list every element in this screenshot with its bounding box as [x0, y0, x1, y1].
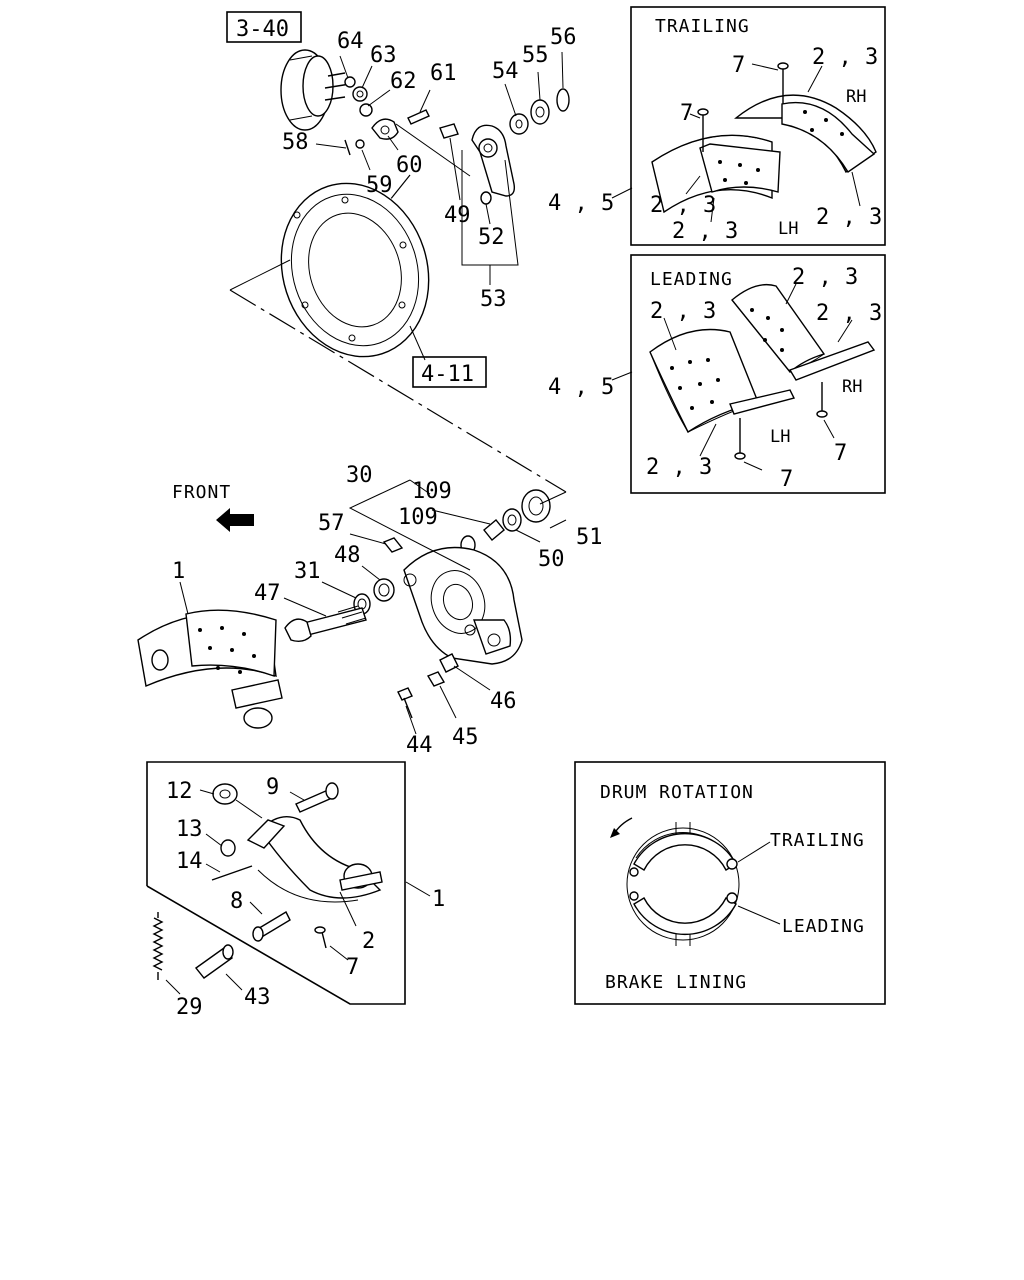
callout-54: 54 — [492, 59, 519, 84]
callout-46: 46 — [490, 689, 517, 714]
callout-8: 8 — [230, 889, 243, 914]
callout-44: 44 — [406, 733, 433, 758]
callout-49: 49 — [444, 203, 471, 228]
callout-48: 48 — [334, 543, 361, 568]
callout-57: 57 — [318, 511, 345, 536]
callout-7-detail: 7 — [346, 955, 359, 980]
callout-12: 12 — [166, 779, 193, 804]
callout-43: 43 — [244, 985, 271, 1010]
trailing-callout-2-3-rh-top: 2 , 3 — [812, 45, 878, 70]
camshaft — [284, 605, 367, 643]
brake-lining-label: BRAKE LINING — [605, 972, 747, 993]
trailing-callout-2-3-rh-bottom: 2 , 3 — [816, 205, 882, 230]
brake-chamber — [280, 49, 351, 131]
callout-1-detail: 1 — [432, 887, 445, 912]
reference-label: 4-11 — [421, 362, 474, 387]
callout-13: 13 — [176, 817, 203, 842]
callout-9: 9 — [266, 775, 279, 800]
drum-rotation-title: DRUM ROTATION — [600, 782, 754, 803]
leading-lh-label: LH — [770, 427, 790, 447]
front-label: FRONT — [172, 482, 231, 503]
callout-50: 50 — [538, 547, 565, 572]
callout-45: 45 — [452, 725, 479, 750]
leading-rh-label: RH — [842, 377, 862, 397]
leading-callout-2-3-rh-top: 2 , 3 — [792, 265, 858, 290]
leading-callout-2-3-lh-bottom: 2 , 3 — [646, 455, 712, 480]
callout-52: 52 — [478, 225, 505, 250]
callout-2: 2 — [362, 929, 375, 954]
trailing-callout-7-lh: 7 — [680, 101, 693, 126]
callout-51: 51 — [576, 525, 603, 550]
trailing-callout-2-3-lh-left: 2 , 3 — [650, 193, 716, 218]
shoe-detail-panel — [146, 761, 431, 1005]
callout-1: 1 — [172, 559, 185, 584]
trailing-rh-label: RH — [846, 87, 866, 107]
trailing-callout-2-3-lh-bottom: 2 , 3 — [672, 219, 738, 244]
reference-label: 3-40 — [236, 17, 289, 42]
rotation-arrow-icon — [610, 817, 633, 838]
brake-shoe — [137, 609, 283, 729]
center-axis-line — [229, 289, 567, 493]
slack-adjuster-bracket — [439, 88, 570, 205]
leading-callout-2-3-lh-top: 2 , 3 — [650, 299, 716, 324]
leading-callout-2-3-rh-right: 2 , 3 — [816, 301, 882, 326]
backing-plate — [280, 182, 430, 358]
callout-109-lower: 109 — [398, 505, 438, 530]
trailing-callout-7-rh: 7 — [732, 53, 745, 78]
callout-30: 30 — [346, 463, 373, 488]
trailing-panel-title: TRAILING — [655, 16, 750, 37]
callout-109-upper: 109 — [412, 479, 452, 504]
callout-61: 61 — [430, 61, 457, 86]
callout-53: 53 — [480, 287, 507, 312]
callout-56: 56 — [550, 25, 577, 50]
front-arrow-icon — [216, 508, 254, 532]
leader-lines-top — [229, 51, 564, 361]
callout-47: 47 — [254, 581, 281, 606]
brake-spider — [403, 546, 523, 665]
camshaft-bushings — [353, 489, 551, 615]
trailing-panel: TRAILING 7 7 2 , 3 RH 2 , 3 2 , 3 LH 2 ,… — [611, 6, 886, 246]
callout-64: 64 — [337, 29, 364, 54]
callout-58: 58 — [282, 130, 309, 155]
callout-59: 59 — [366, 173, 393, 198]
leading-callout-7-lh: 7 — [780, 467, 793, 492]
leading-label: LEADING — [782, 916, 865, 937]
callout-14: 14 — [176, 849, 203, 874]
trailing-label: TRAILING — [770, 830, 865, 851]
trailing-lh-label: LH — [778, 219, 798, 239]
chamber-hardware — [344, 76, 430, 156]
spider-bolts — [397, 653, 459, 719]
callout-63: 63 — [370, 43, 397, 68]
leader-lines-middle — [179, 479, 567, 735]
callout-62: 62 — [390, 69, 417, 94]
leading-callout-7-rh: 7 — [834, 441, 847, 466]
trailing-callout-4-5: 4 , 5 — [548, 191, 614, 216]
callout-55: 55 — [522, 43, 549, 68]
leading-callout-4-5: 4 , 5 — [548, 375, 614, 400]
reference-box-4-11[interactable]: 4-11 — [412, 356, 487, 388]
leading-panel-title: LEADING — [650, 269, 733, 290]
callout-29: 29 — [176, 995, 203, 1020]
leading-panel: LEADING 2 , 3 2 , 3 2 , 3 RH LH 7 — [611, 254, 886, 494]
callout-60: 60 — [396, 153, 423, 178]
drum-rotation-panel: DRUM ROTATION TRAILING LEADING BRAKE LIN… — [574, 761, 886, 1005]
callout-31: 31 — [294, 559, 321, 584]
reference-box-3-40[interactable]: 3-40 — [226, 11, 302, 43]
